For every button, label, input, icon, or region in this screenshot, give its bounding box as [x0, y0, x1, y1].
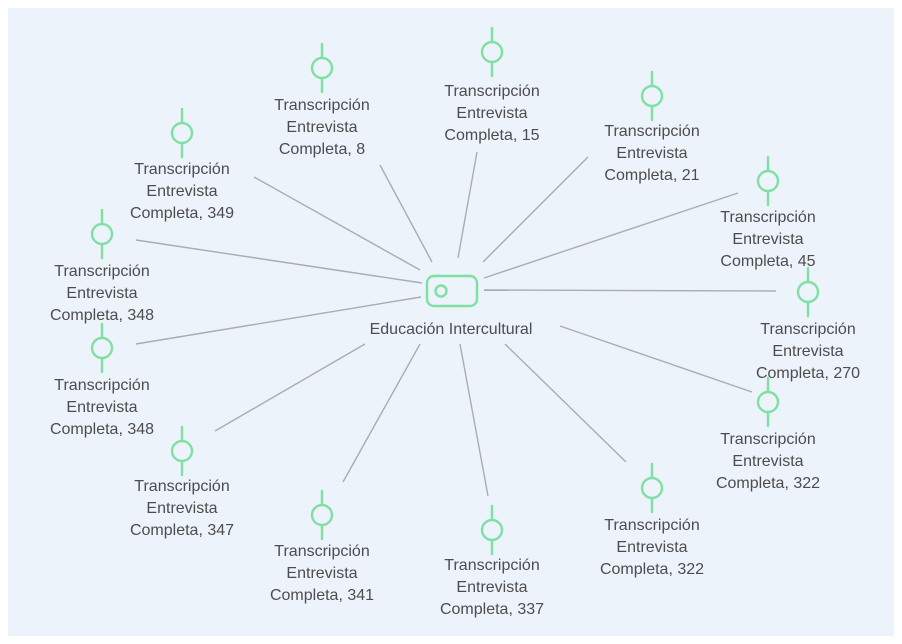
edge-line: [457, 151, 478, 259]
document-pin-icon: [796, 280, 820, 304]
document-label-line: Entrevista: [146, 500, 217, 517]
document-label-line: Completa, 349: [130, 205, 234, 222]
edge-line: [483, 289, 777, 292]
document-label-line: Transcripción: [274, 97, 369, 114]
document-label-line: Transcripción: [604, 517, 699, 534]
edge-line: [135, 239, 423, 284]
document-label-line: Transcripción: [274, 543, 369, 560]
document-label-line: Transcripción: [444, 83, 539, 100]
code-tag-hole: [434, 284, 448, 298]
edge-line: [483, 192, 739, 279]
document-label-line: Completa, 347: [130, 522, 234, 539]
document-label-line: Completa, 270: [756, 365, 860, 382]
document-label-line: Entrevista: [286, 119, 357, 136]
edge-line: [482, 156, 589, 263]
document-label-line: Transcripción: [134, 478, 229, 495]
center-node-label: Educación Intercultural: [370, 321, 533, 338]
document-label-line: Completa, 45: [720, 253, 815, 270]
document-label-line: Entrevista: [732, 231, 803, 248]
edge-line: [135, 296, 422, 345]
document-label-line: Entrevista: [66, 285, 137, 302]
network-canvas[interactable]: [8, 8, 894, 636]
document-label-line: Completa, 322: [600, 561, 704, 578]
document-label-line: Completa, 348: [50, 421, 154, 438]
document-label-line: Transcripción: [444, 557, 539, 574]
edge-line: [559, 325, 753, 393]
document-label-line: Transcripción: [134, 161, 229, 178]
document-label-line: Transcripción: [720, 209, 815, 226]
document-label-line: Completa, 15: [444, 127, 539, 144]
edge-line: [459, 343, 489, 497]
document-label-line: Entrevista: [616, 539, 687, 556]
document-pin-icon: [170, 121, 194, 145]
document-label-line: Completa, 322: [716, 475, 820, 492]
document-label-line: Transcripción: [760, 321, 855, 338]
document-label-line: Entrevista: [286, 565, 357, 582]
document-pin-icon: [310, 56, 334, 80]
edge-line: [379, 164, 433, 263]
document-pin-icon: [90, 222, 114, 246]
edge-line: [253, 176, 421, 271]
document-label-line: Entrevista: [732, 453, 803, 470]
document-label-line: Completa, 348: [50, 307, 154, 324]
edges-layer: [135, 151, 777, 497]
document-label-line: Completa, 21: [604, 167, 699, 184]
document-label-line: Completa, 341: [270, 587, 374, 604]
document-label-line: Entrevista: [456, 105, 527, 122]
document-label-line: Entrevista: [456, 579, 527, 596]
document-pin-icon: [480, 518, 504, 542]
document-pin-icon: [756, 169, 780, 193]
code-tag-icon: [425, 274, 479, 308]
document-label-line: Transcripción: [720, 431, 815, 448]
document-pin-icon: [640, 84, 664, 108]
edge-line: [342, 343, 421, 483]
document-pin-icon: [90, 336, 114, 360]
center-code-node[interactable]: Educación Intercultural: [370, 274, 533, 338]
document-pin-icon: [640, 476, 664, 500]
document-pin-icon: [480, 40, 504, 64]
document-label-line: Completa, 8: [279, 141, 365, 158]
document-pin-icon: [170, 439, 194, 463]
document-label-line: Transcripción: [54, 377, 149, 394]
edge-line: [214, 343, 366, 432]
document-label-line: Transcripción: [54, 263, 149, 280]
document-label-line: Entrevista: [772, 343, 843, 360]
document-label-line: Entrevista: [66, 399, 137, 416]
document-pin-icon: [756, 390, 780, 414]
document-label-line: Transcripción: [604, 123, 699, 140]
document-label-line: Entrevista: [616, 145, 687, 162]
edge-line: [504, 343, 627, 463]
document-label-line: Completa, 337: [440, 601, 544, 618]
document-pin-icon: [310, 503, 334, 527]
document-label-line: Entrevista: [146, 183, 217, 200]
